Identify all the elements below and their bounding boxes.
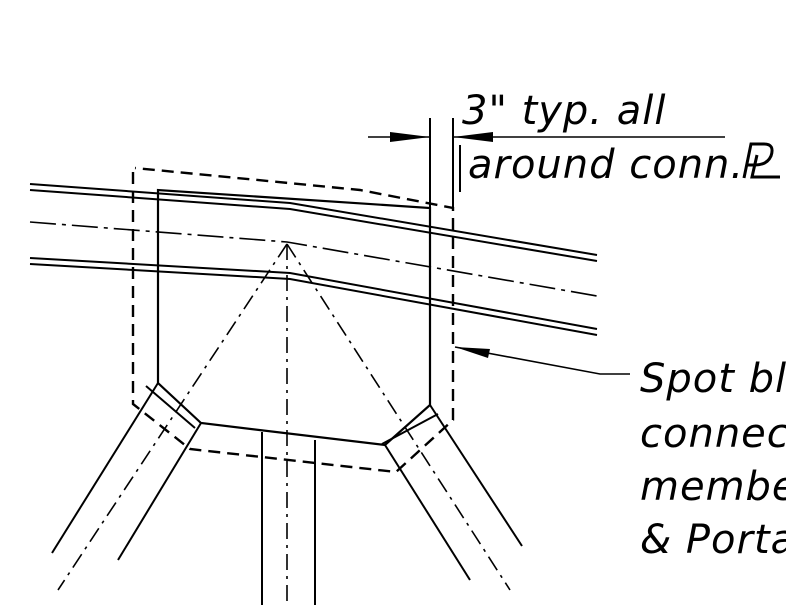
- right-diagonal-member: [286, 243, 523, 591]
- chord-centerline: [29, 221, 598, 297]
- side-note-line-3: member: [640, 464, 786, 510]
- plate-symbol-icon: [742, 142, 780, 179]
- side-note-line-1: Spot bla: [640, 356, 786, 402]
- side-note-leader: [454, 346, 630, 375]
- vertical-member: [261, 244, 316, 605]
- top-note-line-1: 3" typ. all: [462, 88, 666, 134]
- edge-distance-dimension: [368, 118, 725, 208]
- left-diagonal-member: [51, 243, 288, 591]
- dimension-arrow-left: [390, 132, 430, 142]
- side-note-line-2: connect: [640, 411, 786, 457]
- connection-plate-dashed-outline: [131, 166, 455, 474]
- side-note-line-4: & Porta: [640, 517, 786, 563]
- top-chord-lower-flange: [29, 257, 598, 336]
- top-chord-upper-flange: [29, 183, 598, 262]
- gusset-plate-outline: [156, 188, 432, 447]
- leader-arrowhead: [455, 347, 490, 358]
- dimension-arrow-right: [453, 132, 493, 142]
- top-note-line-2: around conn.: [468, 142, 744, 188]
